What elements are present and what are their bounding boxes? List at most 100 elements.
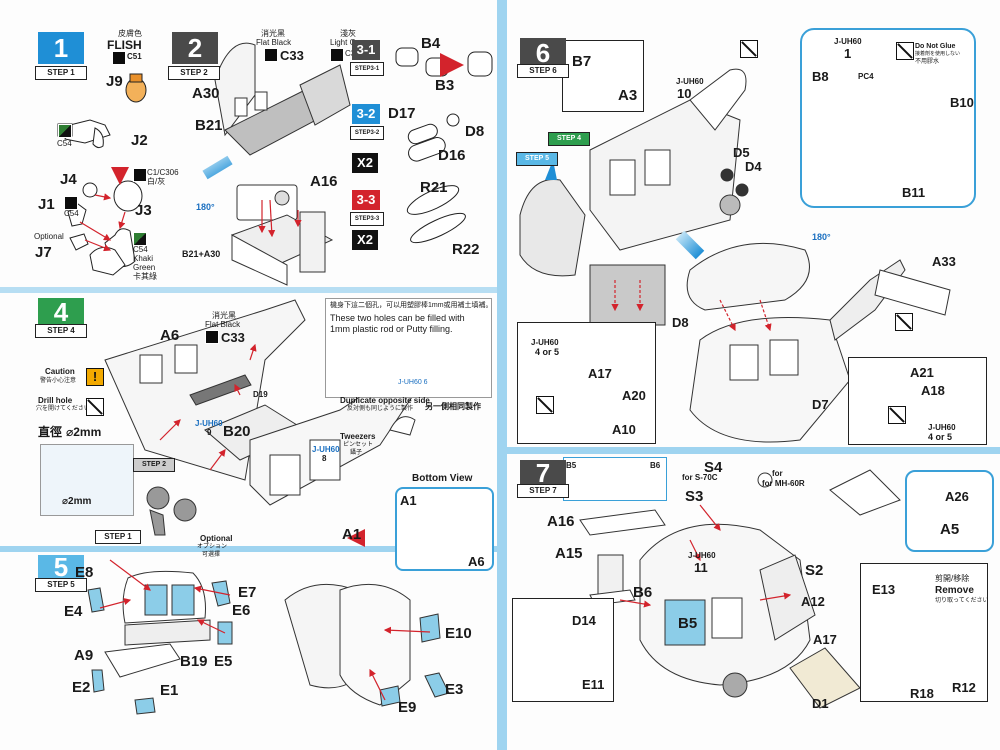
paint-c54-j1: C54 [64, 209, 79, 218]
step2-arrows [258, 199, 302, 238]
juh60-10-label: J-UH60 [676, 77, 704, 86]
refer-view-label: Refer View [600, 489, 630, 495]
part-e11: E11 [582, 677, 605, 692]
part-e7: E7 [238, 584, 257, 601]
paint-swatch-icon [330, 48, 344, 62]
part-b6-ref: B6 [650, 461, 661, 470]
optional-jp: オプション [197, 544, 228, 550]
part-d19: D19 [253, 390, 268, 399]
step5-nose-art [87, 570, 450, 715]
part-a26: A26 [945, 489, 969, 504]
khaki-cn: 卡其綠 [133, 272, 157, 281]
step7-a26-inset [905, 470, 994, 552]
part-e10: E10 [445, 625, 472, 642]
step33-number: 3-3 [352, 190, 380, 210]
step4-fill-holes-note: 機身下這二個孔，可以用塑膠棒1mm或用補土填補。 These two holes… [325, 298, 493, 398]
juh60-11-number: 11 [694, 560, 708, 575]
step6-big-arrow [675, 230, 705, 260]
step4-bottom-view-inset [395, 487, 494, 571]
part-d17: D17 [388, 105, 416, 122]
paint-c54: C54 [57, 139, 72, 148]
step7-number: 7 [520, 460, 566, 486]
part-b11: B11 [902, 185, 926, 200]
flat-black-label: Flat Black [256, 38, 292, 47]
step4-drill-inset [40, 444, 134, 516]
duplicate-cn: 另一側相同製作 [425, 402, 481, 411]
part-r22: R22 [452, 241, 480, 258]
step4-arrows [159, 343, 257, 471]
part-a33: A33 [932, 254, 956, 269]
part-j9: J9 [106, 73, 123, 90]
fill-note-cn: 機身下這二個孔，可以用塑膠棒1mm或用補土填補。 [330, 302, 493, 309]
step7-remove-inset [860, 563, 988, 702]
drill-hole-cn: 穴を開けてください鑽孔 [36, 406, 102, 412]
step5-label: STEP 5 [35, 578, 87, 592]
no-glue-icon [536, 396, 554, 414]
part-s2: S2 [805, 562, 824, 579]
step1-number: 1 [38, 32, 84, 64]
paint-c1c306: C1/C306 [147, 168, 179, 177]
step6-inset-left [517, 322, 656, 444]
part-a6: A6 [160, 327, 180, 344]
bottom-view-label: Bottom View [412, 473, 473, 484]
part-a9: A9 [74, 647, 94, 664]
fill-note-en: These two holes can be filled with 1mm p… [330, 313, 465, 334]
paint-c54-khaki: C54 [133, 245, 148, 254]
flish-label: FLISH [107, 38, 142, 52]
step6-glue-inset [800, 28, 976, 208]
juh60-9-label: J-UH60 [195, 419, 223, 428]
flish-cn: 皮膚色 [118, 29, 142, 38]
do-not-glue-jp: 接着剤を使用しない [915, 51, 961, 57]
remove-jp: 切り取ってください [935, 598, 989, 604]
part-pc4: PC4 [858, 72, 874, 81]
part-d8: D8 [672, 315, 689, 330]
khaki-label: Khaki [133, 254, 154, 263]
part-e5: E5 [214, 653, 233, 670]
part-a6-bottom: A6 [468, 554, 485, 569]
light-gray-label: Light Gray [330, 38, 367, 47]
no-glue-icon [740, 40, 758, 58]
part-b8: B8 [812, 69, 829, 84]
part-j1: J1 [38, 196, 55, 213]
no-glue-icon [896, 42, 914, 60]
part-e1: E1 [160, 682, 179, 699]
remove-cn: 剪開/移除 [935, 574, 970, 583]
glue-juh60: J-UH60 [834, 37, 862, 46]
step4-label: STEP 4 [35, 324, 87, 338]
do-not-glue-label: Do Not Glue [915, 43, 956, 50]
remove-label: Remove [935, 585, 974, 596]
optional-label: Optional [200, 534, 233, 543]
step2-reference: STEP 2 [133, 458, 175, 472]
part-a18: A18 [921, 383, 945, 398]
part-a21: A21 [910, 365, 934, 380]
diameter-small: ⌀2mm [62, 496, 92, 507]
for-mh60r-label: for MH-60R [762, 479, 805, 488]
tweezers-label: Tweezers [340, 432, 376, 441]
part-d7: D7 [812, 397, 829, 412]
part-a17: A17 [588, 366, 612, 381]
part-s4: S4 [704, 459, 723, 476]
step1-arrows [79, 193, 126, 252]
glue-juh60-number: 1 [844, 46, 852, 61]
juh60-8-label: J-UH60 [312, 445, 340, 454]
step31-number: 3-1 [352, 40, 380, 60]
part-b20: B20 [223, 423, 251, 440]
drill-icon [86, 398, 104, 416]
paint-c33: C33 [221, 330, 245, 345]
inset2-4or5: 4 or 5 [928, 432, 953, 442]
step6-rotor-inset [562, 40, 644, 112]
qty-x2-badge: X2 [352, 230, 378, 250]
step7-label: STEP 7 [517, 484, 569, 498]
juh60-10-number: 10 [677, 86, 692, 101]
step32-label: STEP3-2 [350, 126, 384, 140]
part-b19: B19 [180, 653, 208, 670]
part-b5: B5 [678, 615, 698, 632]
paint-swatch-icon [264, 48, 278, 62]
paint-swatch-icon [133, 232, 147, 246]
fill-note-juh60: J-UH60 6 [398, 379, 428, 386]
step4-number: 4 [38, 298, 84, 326]
inset1-4or5: 4 or 5 [535, 347, 560, 357]
step31-label: STEP3-1 [350, 62, 384, 76]
part-a16: A16 [310, 173, 338, 190]
